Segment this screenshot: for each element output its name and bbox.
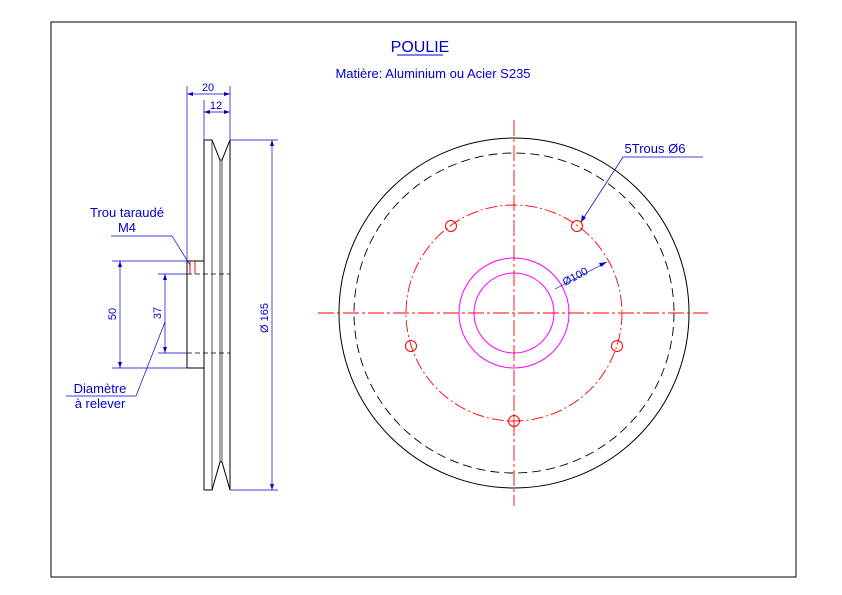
dim-total-width: 20 — [202, 82, 214, 94]
material-label: Matière: Aluminium ou Acier S235 — [335, 66, 530, 81]
arrow — [118, 362, 122, 368]
note-measure-line1: Diamètre — [74, 381, 127, 396]
front-view: 5Trous Ø6 Ø100 — [318, 120, 708, 506]
dim-outer-diameter: Ø 165 — [259, 303, 271, 333]
dim-line-bolt-circle — [554, 261, 608, 290]
note-holes: 5Trous Ø6 — [625, 141, 686, 156]
hole — [611, 340, 623, 352]
note-tapped-hole-line1: Trou taraudé — [90, 205, 164, 220]
arrow — [118, 261, 122, 267]
arrow — [204, 110, 210, 114]
note-tapped-hole-line2: M4 — [118, 220, 136, 235]
arrow — [581, 215, 586, 222]
dim-hub-inner: 37 — [152, 307, 164, 319]
note-measure-line2: à relever — [75, 396, 126, 411]
leader-tapped-hole — [171, 235, 191, 266]
arrow — [270, 484, 274, 490]
leader-holes — [580, 156, 624, 223]
arrow — [270, 140, 274, 146]
dim-bolt-circle: Ø100 — [561, 265, 590, 288]
hole — [405, 340, 417, 352]
pulley-profile — [204, 139, 231, 491]
arrow — [224, 92, 230, 96]
drawing-frame — [50, 21, 797, 578]
drawing-title: POULIE — [391, 39, 450, 56]
side-view: 20 12 Ø 165 50 37 Trou taraudé M4 Di — [66, 82, 278, 491]
leader-measure — [135, 321, 166, 397]
hole — [571, 220, 583, 232]
bolt-holes — [405, 220, 623, 428]
hub — [186, 260, 205, 369]
dim-hub-outer: 50 — [107, 308, 119, 320]
arrow — [187, 92, 193, 96]
arrow — [599, 262, 607, 267]
dim-groove-width: 12 — [210, 100, 222, 112]
arrow — [224, 110, 230, 114]
arrow — [163, 274, 167, 280]
hole — [445, 220, 457, 232]
arrow — [163, 347, 167, 353]
